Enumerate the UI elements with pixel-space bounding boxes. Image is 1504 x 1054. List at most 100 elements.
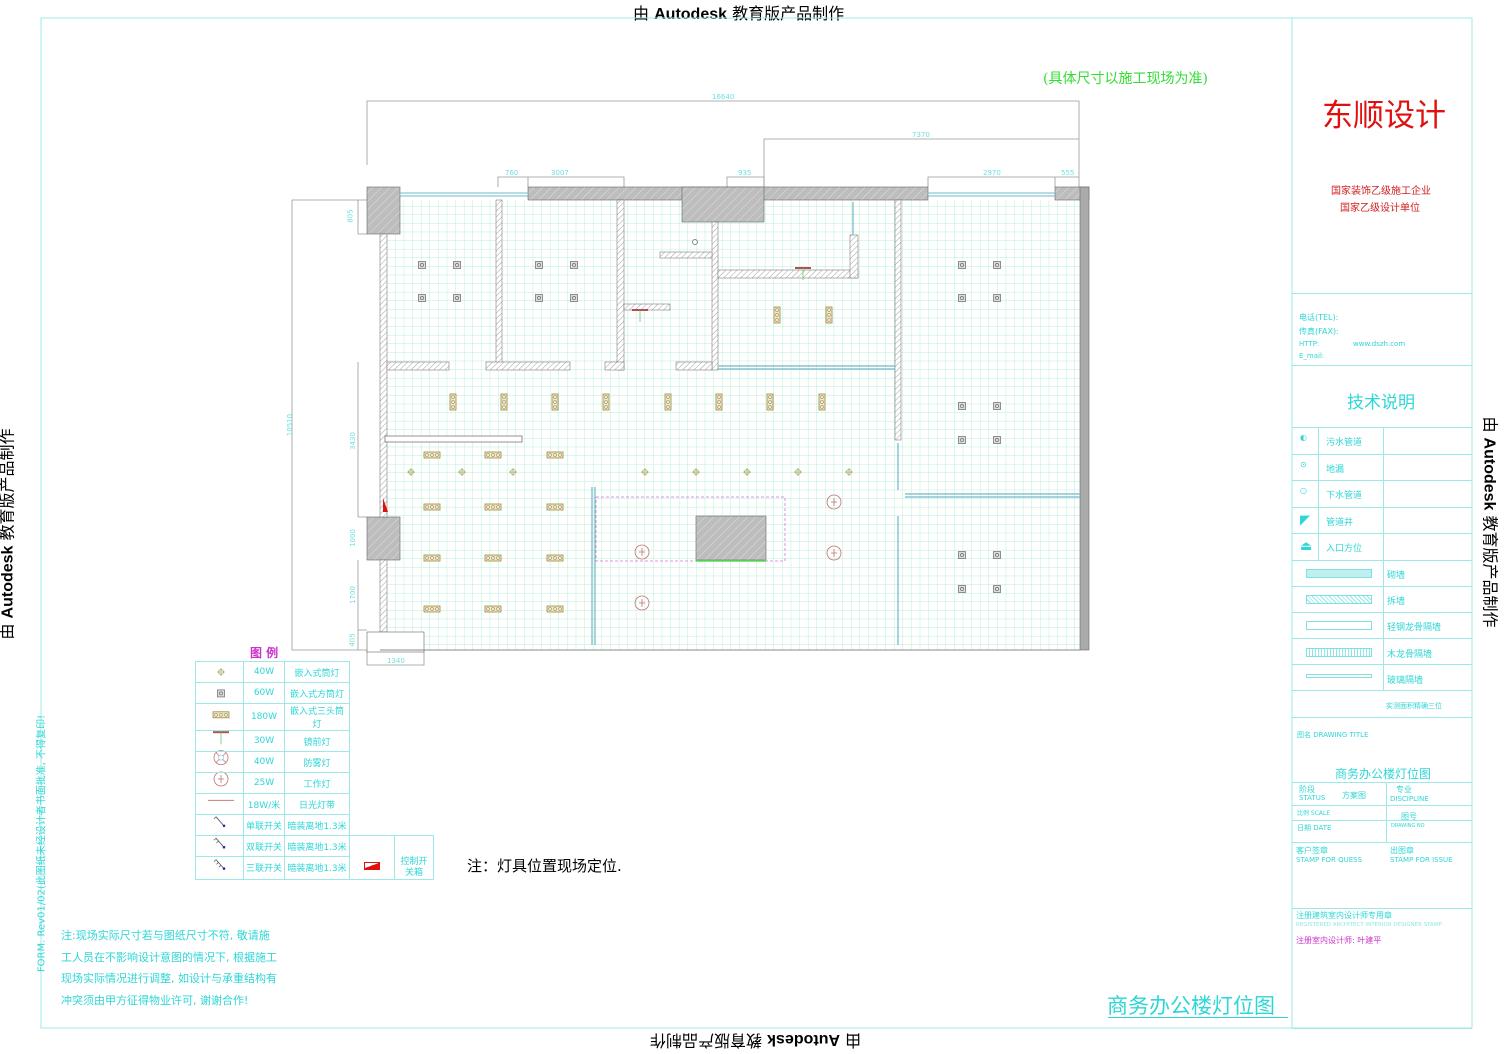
light-fixtures [407, 261, 1001, 613]
wood-stud-wall-icon [1306, 647, 1372, 657]
dim-top-seg: 935 [738, 169, 752, 177]
triple-head-light-icon [423, 503, 441, 511]
demolished-wall-icon [1306, 595, 1372, 605]
legend-power: 25W [243, 772, 285, 794]
triple-head-light-icon [773, 306, 781, 324]
recessed-square-light-icon [535, 261, 543, 269]
wm-brand: Autodesk [654, 6, 728, 23]
dim-left-seg: 1000 [348, 529, 357, 547]
entrance-icon: ⏏ [1300, 539, 1313, 554]
dim-top-total: 16640 [712, 93, 735, 101]
recessed-square-light-icon [993, 551, 1001, 559]
recessed-downlight-icon [845, 468, 853, 476]
company-name: 东顺设计 [1322, 98, 1446, 134]
wall-type-label: 砌墙 [1387, 571, 1406, 581]
legend-name: 暗装离地1.3米 [284, 835, 350, 857]
triple-head-light-icon [546, 503, 564, 511]
wall-type-label: 轻钢龙骨隔墙 [1387, 623, 1442, 634]
email-label: E_mail: [1299, 352, 1325, 360]
date-label: 日期 DATE [1297, 824, 1332, 832]
pipe-shaft-icon: ◤ [1300, 512, 1310, 528]
legend-name: 工作灯 [284, 772, 350, 794]
interior-walls [386, 199, 902, 441]
recessed-downlight-icon [641, 468, 649, 476]
dim-top-right: 7370 [912, 131, 930, 139]
recessed-downlight-icon [509, 468, 517, 476]
legend-row: 18W/米日光灯带 [195, 793, 434, 815]
triple-head-light-icon [546, 554, 564, 562]
exterior-walls [366, 186, 1090, 653]
symbol-label: 管道井 [1326, 517, 1354, 528]
legend-power: 40W [243, 661, 285, 683]
title-block-divider [1292, 533, 1472, 534]
triple-head-light-icon [195, 703, 244, 731]
recessed-downlight-icon [743, 468, 751, 476]
windows [400, 192, 1055, 197]
recessed-square-light-icon [195, 682, 244, 704]
triple-head-light-icon [551, 393, 559, 411]
legend-row: 单联开关暗装离地1.3米 [195, 814, 434, 836]
legend-power: 双联开关 [243, 835, 285, 857]
title-block-divider [1292, 480, 1472, 481]
control-box-cell [349, 856, 395, 880]
title-block-divider [1292, 820, 1472, 821]
drawing-no-label: 图号 [1401, 812, 1417, 821]
wall-type-label: 玻璃隔墙 [1387, 675, 1424, 686]
triple-head-light-icon [500, 393, 508, 411]
legend-title: 图 例 [250, 646, 279, 660]
title-block-divider [1292, 1028, 1472, 1029]
note-line: 冲突须由甲方征得物业许可, 谢谢合作! [61, 993, 249, 1007]
recessed-square-light-icon [993, 261, 1001, 269]
wall-type-label: 木龙骨隔墙 [1387, 649, 1433, 660]
status-value: 方案图 [1342, 791, 1366, 800]
glass-partitions [591, 202, 1080, 645]
status-en: STATUS [1299, 794, 1326, 802]
qualification: 国家装饰乙级施工企业 [1331, 186, 1431, 197]
title-block-divider [1292, 717, 1472, 718]
title-block-divider [1318, 427, 1319, 560]
client-stamp-en: STAMP FOR QUESS [1296, 856, 1363, 864]
symbol-label: 下水管道 [1326, 491, 1363, 501]
mirror-light-icon [795, 267, 811, 280]
legend-name: 防雾灯 [284, 751, 350, 773]
floor-drain-icon [692, 239, 698, 245]
glass-wall-icon [1306, 673, 1372, 678]
mirror-light-icon [195, 730, 244, 752]
triple-switch-icon [195, 856, 244, 880]
wall-type-label: 拆墙 [1387, 597, 1406, 608]
legend-name: 暗装离地1.3米 [284, 814, 350, 836]
dim-left-seg: 3430 [348, 432, 357, 450]
dim-left-total: 10510 [286, 413, 295, 437]
fax-label: 传真(FAX): [1299, 327, 1339, 336]
designer-name: 注册室内设计师: 叶建平 [1296, 936, 1382, 945]
floor-drain-icon: ⊙ [1300, 459, 1307, 469]
reg-stamp-en: REGISTERED ARCHITECT INTERIOR DESIGNER S… [1296, 922, 1442, 928]
triple-head-light-icon [449, 393, 457, 411]
scale-label: 比例 SCALE [1297, 810, 1331, 817]
title-block-divider [1292, 586, 1472, 587]
title-block-divider [1292, 782, 1472, 783]
legend-row: 三联开关暗装离地1.3米控制开关箱 [195, 856, 434, 880]
legend-power: 40W [243, 751, 285, 773]
legend-name: 镜前灯 [284, 730, 350, 752]
triple-head-light-icon [664, 393, 672, 411]
control-box-icon [383, 498, 388, 512]
title-block-divider [1292, 690, 1472, 691]
drain-pipe-icon: ○ [1300, 486, 1307, 495]
recessed-square-light-icon [418, 294, 426, 302]
status-label: 阶段 [1299, 785, 1315, 794]
sewage-pipe-icon: ◐ [1300, 433, 1307, 442]
recessed-square-light-icon [418, 261, 426, 269]
work-light-icon [634, 595, 650, 611]
triple-head-light-icon [484, 503, 502, 511]
note-line: 工人员在不影响设计意图的情况下, 根据施工 [61, 950, 277, 964]
title-block-divider [1292, 612, 1472, 613]
symbol-label: 污水管道 [1326, 438, 1363, 448]
recessed-downlight-icon [794, 468, 802, 476]
control-box-icon [364, 862, 380, 870]
legend-name: 日光灯带 [284, 793, 350, 815]
